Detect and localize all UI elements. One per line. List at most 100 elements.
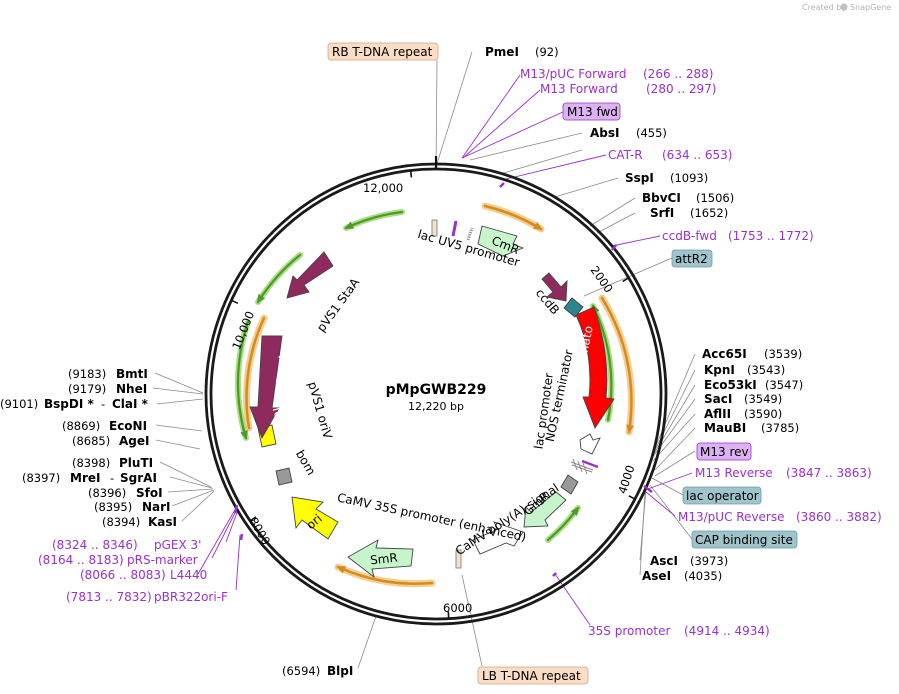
nos-terminator-arrow <box>579 433 601 455</box>
cap-site-label: CAP binding site <box>695 533 793 547</box>
eco53ki-label: Eco53kI <box>704 378 757 392</box>
rb-tdna-mark <box>431 219 438 237</box>
plasmid-name: pMpGWB229 <box>386 382 487 398</box>
blpi-label: BlpI <box>327 664 353 678</box>
m13puc-rev-mark <box>643 485 653 493</box>
bom-label: bom <box>293 448 318 478</box>
m13-forward-range: (280 .. 297) <box>646 82 716 96</box>
pgex3-range: (8324 .. 8346) <box>52 538 138 552</box>
pvs1-repa-label: pVS1 RepA <box>270 352 291 420</box>
m13-rev-box <box>696 442 752 461</box>
saci-label: SacI <box>704 392 732 406</box>
primer-lines <box>197 74 693 626</box>
l4440-label: L4440 <box>170 568 207 582</box>
nhei-pos: (9179) <box>68 382 106 396</box>
tick-marks <box>231 156 636 619</box>
prs-marker-range: (8164 .. 8183) <box>38 553 124 567</box>
saci-pos: (3549) <box>744 392 782 406</box>
ccdb-fwd-mark <box>611 244 617 251</box>
rb-tdna-box <box>327 42 439 61</box>
econi-label: EcoNI <box>109 419 147 433</box>
pvs1-staa-arrow <box>286 251 334 299</box>
p35s-mark <box>552 572 557 577</box>
srfi-pos: (1652) <box>690 206 728 220</box>
nari-pos: (8395) <box>94 500 132 514</box>
feature-shapes <box>233 182 653 579</box>
m13puc-fwd-range: (266 .. 288) <box>643 67 713 81</box>
asci-pos: (3973) <box>690 554 728 568</box>
mrei-sep: - <box>110 471 114 485</box>
tick-label-6000: 6000 <box>443 601 472 615</box>
outer-arrows <box>235 202 635 588</box>
lac-promoter-mark <box>570 458 594 475</box>
snapgene-logo-icon <box>840 3 848 11</box>
bmti-label: BmtI <box>116 367 148 381</box>
sspi-pos: (1093) <box>670 171 708 185</box>
camv-polya-mark <box>560 474 579 495</box>
ori-arrow <box>291 496 339 540</box>
tick-label-2000: 2000 <box>588 263 616 295</box>
tick-4 <box>249 516 257 522</box>
sfoi-label: SfoI <box>136 486 163 500</box>
kpni-pos: (3543) <box>747 363 785 377</box>
kasi-label: KasI <box>148 515 177 529</box>
lb-tdna-mark <box>455 549 462 569</box>
bspdi-pos: (9101) <box>0 397 38 411</box>
lb-tdna-label: LB T-DNA repeat <box>482 669 581 683</box>
pbr322-mark <box>239 533 244 541</box>
sfoi-pos: (8396) <box>88 486 126 500</box>
attr2-label: attR2 <box>675 252 708 266</box>
p35s-range: (4914 .. 4934) <box>684 624 770 638</box>
econi-pos: (8869) <box>62 419 100 433</box>
agei-pos: (8685) <box>72 434 110 448</box>
pmei-label: PmeI <box>485 45 519 59</box>
kpni-label: KpnI <box>704 363 735 377</box>
pbr322-range: (7813 .. 7832) <box>66 590 152 604</box>
l4440-mark <box>233 504 239 514</box>
pgex3-label: pGEX 3' <box>154 538 201 552</box>
clai-label: ClaI * <box>112 397 149 411</box>
cat-r-label: CAT-R <box>608 148 643 162</box>
asei-pos: (4035) <box>684 569 722 583</box>
smr-label: SmR <box>369 551 398 568</box>
asci-label: AscI <box>650 554 678 568</box>
m13-fwd-box <box>562 102 621 121</box>
acc65i-pos: (3539) <box>764 347 802 361</box>
pvs1-repa-arrow <box>249 335 283 440</box>
aflii-pos: (3590) <box>744 407 782 421</box>
sgrai-label: SgrAI <box>120 471 157 485</box>
m13-fwd-box-label: M13 fwd <box>567 105 618 119</box>
m13-fwd-mark <box>451 220 458 237</box>
m13puc-rev-range: (3860 .. 3882) <box>796 510 882 524</box>
prs-marker-label: pRS-marker <box>127 553 198 567</box>
lac-operator-box <box>682 486 762 505</box>
tdtomato-arrow <box>575 306 615 429</box>
pmei-pos: (92) <box>535 45 559 59</box>
tick-5 <box>231 299 239 305</box>
srfi-label: SrfI <box>650 206 674 220</box>
cap-site-box <box>691 530 798 549</box>
m13-rev-mark <box>581 459 599 469</box>
connector-lines <box>152 51 696 669</box>
bom-mark <box>275 467 293 486</box>
bmti-pos: (9183) <box>68 367 106 381</box>
tick-2 <box>628 495 636 500</box>
camv-35s-arrow <box>472 521 524 555</box>
l4440-range: (8066 .. 8083) <box>80 568 166 582</box>
nhei-label: NheI <box>116 382 147 396</box>
eco53ki-pos: (3547) <box>765 378 803 392</box>
pbr322-label: pBR322ori-F <box>154 590 228 604</box>
lb-tdna-box <box>477 666 589 685</box>
bbvci-pos: (1506) <box>696 191 734 205</box>
sspi-label: SspI <box>625 171 654 185</box>
m13-forward-label: M13 Forward <box>540 82 618 96</box>
maubi-pos: (3785) <box>761 421 799 435</box>
credit-brand: SnapGene <box>850 3 891 12</box>
ccdb-fwd-label: ccdB-fwd <box>662 229 717 243</box>
plasmid-size: 12,220 bp <box>408 400 464 413</box>
maubi-label: MauBI <box>704 421 746 435</box>
tick-0 <box>409 170 413 178</box>
m13-reverse-range: (3847 .. 3863) <box>786 466 872 480</box>
m13-rev-box-label: M13 rev <box>700 445 749 459</box>
